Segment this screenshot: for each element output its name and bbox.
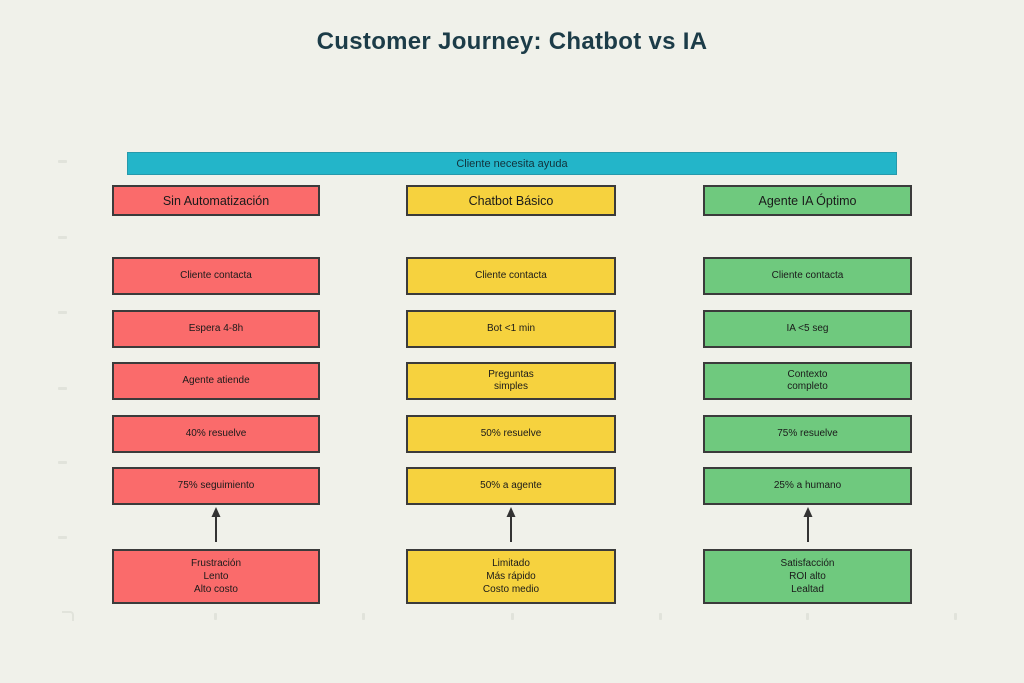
step-box: Cliente contacta — [406, 257, 616, 295]
column-header: Agente IA Óptimo — [703, 185, 912, 216]
arrow-up-icon — [209, 507, 223, 543]
banner-cliente-necesita-ayuda: Cliente necesita ayuda — [127, 152, 897, 175]
canvas-tick — [58, 387, 67, 390]
step-box: 75% resuelve — [703, 415, 912, 453]
canvas-tick — [954, 613, 957, 620]
step-box: 50% a agente — [406, 467, 616, 505]
step-box: Espera 4-8h — [112, 310, 320, 348]
outcome-box: Limitado Más rápido Costo medio — [406, 549, 616, 604]
column-header: Chatbot Básico — [406, 185, 616, 216]
step-box: 40% resuelve — [112, 415, 320, 453]
canvas-tick — [511, 613, 514, 620]
canvas-tick — [806, 613, 809, 620]
canvas-tick — [58, 461, 67, 464]
outcome-box: Frustración Lento Alto costo — [112, 549, 320, 604]
step-box: Cliente contacta — [112, 257, 320, 295]
canvas-tick — [362, 613, 365, 620]
step-box: 75% seguimiento — [112, 467, 320, 505]
canvas-tick — [58, 236, 67, 239]
column-chatbot-basico: Chatbot Básico Cliente contacta Bot <1 m… — [406, 0, 616, 683]
canvas-tick — [659, 613, 662, 620]
arrow-up-icon — [504, 507, 518, 543]
canvas-tick — [58, 536, 67, 539]
canvas-tick — [58, 160, 67, 163]
canvas-tick — [214, 613, 217, 620]
outcome-box: Satisfacción ROI alto Lealtad — [703, 549, 912, 604]
step-box: 25% a humano — [703, 467, 912, 505]
step-box: Bot <1 min — [406, 310, 616, 348]
canvas-tick — [58, 311, 67, 314]
page-title: Customer Journey: Chatbot vs IA — [316, 28, 708, 55]
column-sin-automatizacion: Sin Automatización Cliente contacta Espe… — [112, 0, 320, 683]
step-box: Preguntas simples — [406, 362, 616, 400]
column-header: Sin Automatización — [112, 185, 320, 216]
arrow-up-icon — [801, 507, 815, 543]
step-box: IA <5 seg — [703, 310, 912, 348]
step-box: Cliente contacta — [703, 257, 912, 295]
step-box: Contexto completo — [703, 362, 912, 400]
step-box: Agente atiende — [112, 362, 320, 400]
step-box: 50% resuelve — [406, 415, 616, 453]
column-agente-ia-optimo: Agente IA Óptimo Cliente contacta IA <5 … — [703, 0, 912, 683]
canvas-tick — [62, 611, 74, 621]
